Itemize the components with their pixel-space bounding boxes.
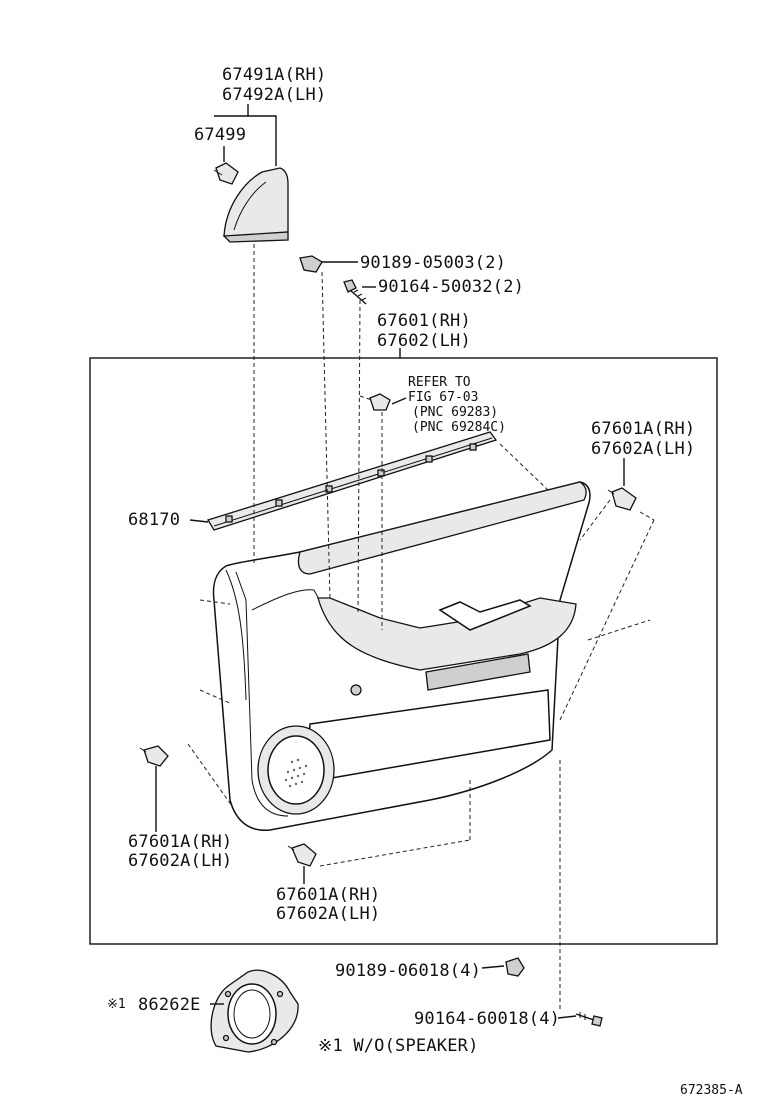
label-clip-right-rh: 67601A(RH) <box>591 419 695 439</box>
label-trim-cover-rh: 67491A(RH) <box>222 65 326 85</box>
label-speaker-bracket: 86262E <box>138 995 201 1015</box>
clip-icon <box>213 162 239 185</box>
label-refer-fig: FIG 67-03 <box>408 390 478 405</box>
nut-icon <box>505 957 525 977</box>
screw-icon <box>343 279 367 305</box>
leader-trim-cover <box>247 104 277 166</box>
label-clip-left-lh: 67602A(LH) <box>128 851 232 871</box>
label-clip-left-rh: 67601A(RH) <box>128 832 232 852</box>
label-footnote: ※1 W/O(SPEAKER) <box>318 1036 479 1056</box>
label-board-rh: 67601(RH) <box>377 311 471 331</box>
assembly-frame <box>89 357 718 945</box>
leader-weatherstrip <box>189 519 209 523</box>
guide-lines <box>187 244 655 1012</box>
label-screw-90164-50032: 90164-50032(2) <box>378 277 524 297</box>
label-board-lh: 67602(LH) <box>377 331 471 351</box>
speaker-bracket-icon <box>210 969 299 1053</box>
clip-icon <box>369 393 391 411</box>
label-clip-67499: 67499 <box>194 125 246 145</box>
label-refer-pnc1: (PNC 69283) <box>412 405 498 420</box>
label-weatherstrip: 68170 <box>128 510 180 530</box>
label-trim-cover-lh: 67492A(LH) <box>222 85 326 105</box>
label-bracket-mark: ※1 <box>107 997 126 1012</box>
weatherstrip-icon <box>207 431 498 531</box>
door-trim-panel-icon <box>212 481 591 831</box>
clip-icon <box>607 487 637 511</box>
label-refer-to: REFER TO <box>408 375 471 390</box>
clip-icon <box>139 745 169 767</box>
leader-refer-label <box>391 397 407 405</box>
nut-icon <box>299 255 323 273</box>
label-nut-90189-05003: 90189-05003(2) <box>360 253 506 273</box>
trim-cover-icon <box>222 167 289 243</box>
label-figure-code: 672385-A <box>680 1083 743 1098</box>
label-clip-right-lh: 67602A(LH) <box>591 439 695 459</box>
label-clip-bottom-rh: 67601A(RH) <box>276 885 380 905</box>
screw-icon <box>575 1012 603 1027</box>
label-screw-90164-60018: 90164-60018(4) <box>414 1009 560 1029</box>
label-refer-pnc2: (PNC 69284C) <box>412 420 506 435</box>
clip-icon <box>287 843 317 867</box>
label-nut-90189-06018: 90189-06018(4) <box>335 961 481 981</box>
label-clip-bottom-lh: 67602A(LH) <box>276 904 380 924</box>
leader-screw-60018 <box>557 1015 577 1019</box>
leader-refer <box>359 395 373 401</box>
leader-nut-06018 <box>481 965 505 969</box>
